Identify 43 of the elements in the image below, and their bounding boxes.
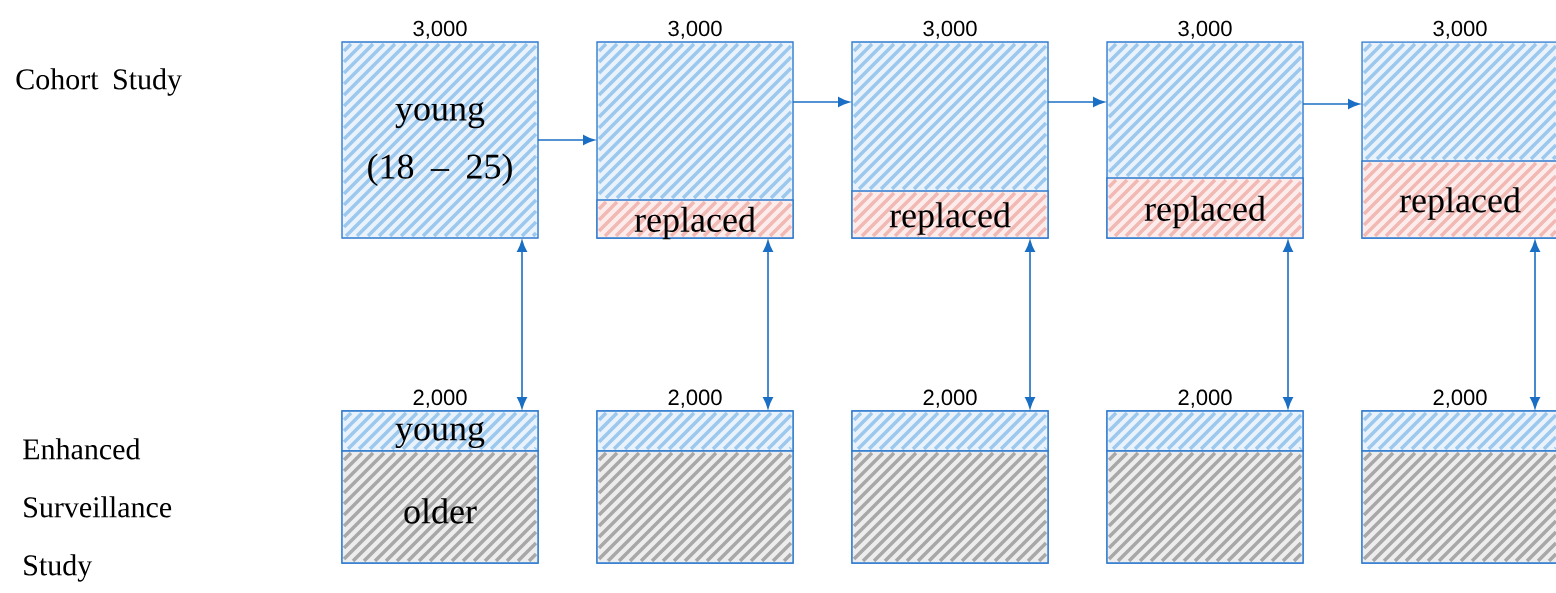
older-band: [341, 450, 539, 564]
band-text: replaced: [634, 206, 756, 240]
older-band: [851, 450, 1049, 564]
replaced-band: [851, 190, 1049, 239]
count-label: 2,000: [1178, 389, 1232, 408]
count-label: 2,000: [1433, 389, 1487, 408]
row-label: Cohort Study: [16, 68, 182, 96]
count-label: 2,000: [923, 389, 977, 408]
band-text: replaced: [1399, 187, 1521, 220]
count-label: 3,000: [668, 20, 722, 39]
band-text: replaced: [1144, 195, 1266, 229]
count-label: 3,000: [1433, 20, 1487, 39]
row-label: Enhanced Surveillance Study: [23, 438, 172, 582]
arrow: [1025, 240, 1035, 409]
older-band: [1361, 450, 1556, 564]
older-band: [596, 450, 794, 564]
count-label: 2,000: [668, 389, 722, 408]
replaced-band: [596, 199, 794, 239]
arrow: [763, 240, 773, 409]
arrow: [1047, 97, 1105, 107]
count-label: 3,000: [413, 20, 467, 39]
young-band: [596, 410, 794, 452]
arrow: [792, 97, 850, 107]
arrow: [1302, 99, 1360, 109]
box-text: young (18 – 25): [368, 101, 512, 187]
young-band: [1361, 410, 1556, 452]
count-label: 3,000: [1178, 20, 1232, 39]
count-label: 3,000: [923, 20, 977, 39]
replaced-band: [1361, 160, 1556, 239]
band-text: young: [395, 421, 485, 449]
older-band: [1106, 450, 1304, 564]
young-band: [341, 410, 539, 452]
study-box: [341, 41, 539, 239]
count-label: 2,000: [413, 389, 467, 408]
arrow: [517, 240, 527, 409]
young-band: [851, 410, 1049, 452]
replaced-band: [1106, 177, 1304, 239]
band-text: older: [404, 498, 477, 524]
arrow: [1283, 240, 1293, 409]
band-text: replaced: [889, 202, 1011, 235]
arrow: [537, 135, 595, 145]
arrow: [1530, 240, 1540, 409]
young-band: [1106, 410, 1304, 452]
